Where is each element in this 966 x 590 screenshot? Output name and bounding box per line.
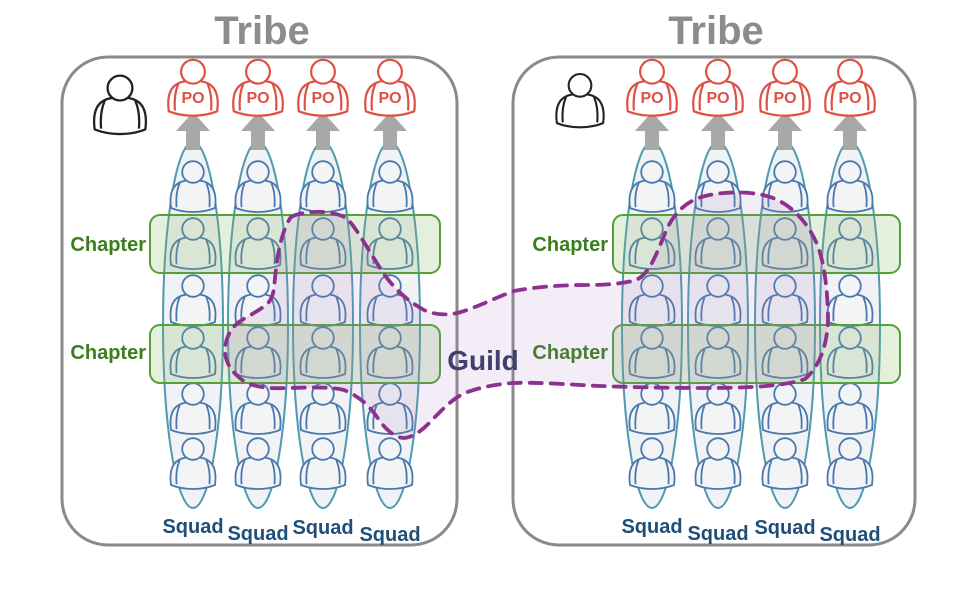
po-arrow-icon <box>306 112 340 150</box>
tribe-title: Tribe <box>214 9 310 53</box>
po-label: PO <box>706 90 729 107</box>
po-arrow-icon <box>241 112 275 150</box>
po-arrow-icon <box>635 112 669 150</box>
squad-labels: Squad Squad Squad Squad <box>162 516 420 546</box>
squad-label: Squad <box>687 523 748 545</box>
chapter-box <box>612 214 901 274</box>
chapter-label: Chapter <box>532 234 608 256</box>
chapter-box <box>612 324 901 384</box>
squad-label: Squad <box>819 524 880 546</box>
po-arrows <box>176 112 407 150</box>
po-arrow-icon <box>176 112 210 150</box>
po-label: PO <box>181 90 204 107</box>
guild-outline <box>223 190 830 440</box>
po-label: PO <box>838 90 861 107</box>
chapter-label: Chapter <box>70 234 146 256</box>
po-label: PO <box>640 90 663 107</box>
po-label: PO <box>773 90 796 107</box>
po-arrow-icon <box>768 112 802 150</box>
squad-labels: Squad Squad Squad Squad <box>621 516 880 546</box>
squad-label: Squad <box>292 517 353 539</box>
squad-label: Squad <box>754 517 815 539</box>
po-label: PO <box>378 90 401 107</box>
chapter-box <box>149 324 441 384</box>
po-icons: PO PO PO PO <box>626 59 876 117</box>
chapter-label: Chapter <box>70 342 146 364</box>
squad-label: Squad <box>227 523 288 545</box>
chapter-label: Chapter <box>532 342 608 364</box>
po-icons: PO PO PO PO <box>167 59 416 117</box>
po-label: PO <box>246 90 269 107</box>
squad-label: Squad <box>162 516 223 538</box>
po-arrows <box>635 112 867 150</box>
po-arrow-icon <box>833 112 867 150</box>
po-label: PO <box>311 90 334 107</box>
tribe-title: Tribe <box>668 9 764 53</box>
squad-label: Squad <box>359 524 420 546</box>
squad-label: Squad <box>621 516 682 538</box>
tribe-left: Tribe <box>60 9 459 547</box>
guild-label: Guild <box>447 345 519 376</box>
po-arrow-icon <box>701 112 735 150</box>
po-arrow-icon <box>373 112 407 150</box>
tribe-right: Tribe <box>511 9 917 547</box>
